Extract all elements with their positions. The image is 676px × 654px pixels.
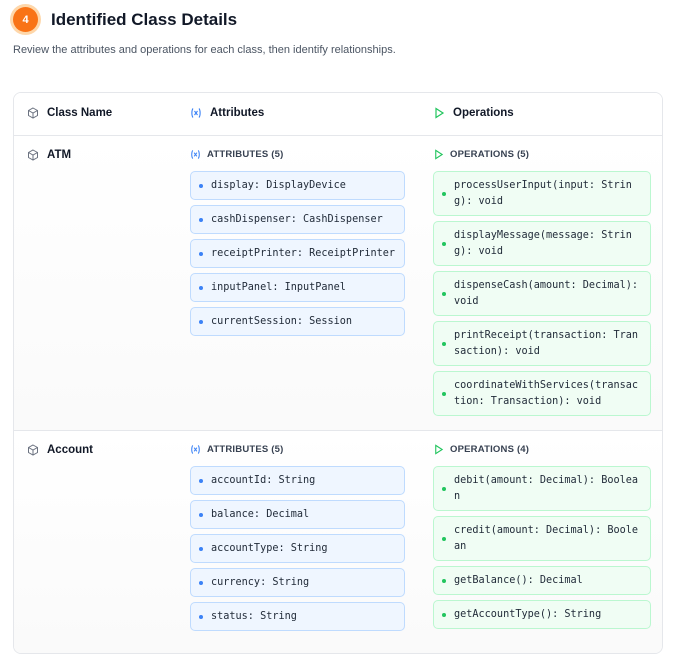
bullet-dot xyxy=(442,391,446,396)
attribute-item: cashDispenser: CashDispenser xyxy=(190,205,405,234)
class-name-cell: Account xyxy=(27,444,93,456)
attribute-item: receiptPrinter: ReceiptPrinter xyxy=(190,239,405,268)
operations-section-label: OPERATIONS (5) xyxy=(433,149,529,160)
cube-icon xyxy=(27,444,39,456)
operation-text: printReceipt(transaction: Transaction): … xyxy=(454,329,639,357)
attribute-item: inputPanel: InputPanel xyxy=(190,273,405,302)
attribute-item: currency: String xyxy=(190,568,405,597)
operation-item: debit(amount: Decimal): Boolean xyxy=(433,466,651,511)
attribute-list: accountId: String balance: Decimal accou… xyxy=(190,466,405,636)
section-subtitle: Review the attributes and operations for… xyxy=(13,44,396,56)
class-name: ATM xyxy=(47,149,72,161)
attribute-text: accountType: String xyxy=(211,543,328,554)
attribute-text: inputPanel: InputPanel xyxy=(211,282,346,293)
attribute-text: display: DisplayDevice xyxy=(211,180,346,191)
operation-item: credit(amount: Decimal): Boolean xyxy=(433,516,651,561)
operation-item: displayMessage(message: String): void xyxy=(433,221,651,266)
operations-section-label: OPERATIONS (4) xyxy=(433,444,529,455)
bullet-dot xyxy=(442,612,446,617)
class-row-account: Account ATTRIBUTES (5) accountId: String… xyxy=(14,431,662,653)
operation-item: dispenseCash(amount: Decimal): void xyxy=(433,271,651,316)
attribute-text: balance: Decimal xyxy=(211,509,310,520)
operations-count: OPERATIONS (5) xyxy=(450,149,530,160)
attributes-count: ATTRIBUTES (5) xyxy=(207,444,284,455)
bullet-dot xyxy=(442,241,446,246)
attribute-list: display: DisplayDevice cashDispenser: Ca… xyxy=(190,171,405,341)
operation-text: dispenseCash(amount: Decimal): void xyxy=(454,279,639,307)
attribute-item: accountId: String xyxy=(190,466,405,495)
class-name: Account xyxy=(47,444,93,456)
attribute-text: currency: String xyxy=(211,577,310,588)
attribute-text: accountId: String xyxy=(211,475,316,486)
bullet-dot xyxy=(199,546,203,551)
class-row-atm: ATM ATTRIBUTES (5) display: DisplayDevic… xyxy=(14,136,662,431)
operations-count: OPERATIONS (4) xyxy=(450,444,530,455)
attribute-item: accountType: String xyxy=(190,534,405,563)
operation-text: credit(amount: Decimal): Boolean xyxy=(454,524,639,552)
bullet-dot xyxy=(199,614,203,619)
table-header: Class Name Attributes Operations xyxy=(14,93,662,136)
attributes-section-label: ATTRIBUTES (5) xyxy=(190,444,284,455)
cube-icon xyxy=(27,107,39,119)
bullet-dot xyxy=(199,251,203,256)
attribute-item: balance: Decimal xyxy=(190,500,405,529)
operation-item: printReceipt(transaction: Transaction): … xyxy=(433,321,651,366)
header-attributes-label: Attributes xyxy=(210,107,265,119)
play-icon xyxy=(433,107,445,119)
cube-icon xyxy=(27,149,39,161)
attribute-text: status: String xyxy=(211,611,297,622)
bullet-dot xyxy=(442,578,446,583)
bullet-dot xyxy=(199,580,203,585)
bullet-dot xyxy=(199,478,203,483)
bullet-dot xyxy=(199,217,203,222)
operation-item: coordinateWithServices(transaction: Tran… xyxy=(433,371,651,416)
operation-list: processUserInput(input: String): void di… xyxy=(433,171,651,421)
operation-item: processUserInput(input: String): void xyxy=(433,171,651,216)
operation-text: debit(amount: Decimal): Boolean xyxy=(454,474,639,502)
operation-text: processUserInput(input: String): void xyxy=(454,179,632,207)
operation-item: getAccountType(): String xyxy=(433,600,651,629)
bullet-dot xyxy=(199,512,203,517)
header-class-name-label: Class Name xyxy=(47,107,113,119)
attribute-item: status: String xyxy=(190,602,405,631)
attribute-text: cashDispenser: CashDispenser xyxy=(211,214,383,225)
operation-list: debit(amount: Decimal): Boolean credit(a… xyxy=(433,466,651,634)
play-icon xyxy=(433,444,444,455)
bullet-dot xyxy=(442,486,446,491)
operation-text: getAccountType(): String xyxy=(454,608,602,620)
step-number-badge: 4 xyxy=(13,7,38,32)
bullet-dot xyxy=(442,291,446,296)
header-operations: Operations xyxy=(433,107,514,119)
class-name-cell: ATM xyxy=(27,149,71,161)
attribute-text: receiptPrinter: ReceiptPrinter xyxy=(211,248,396,259)
operation-item: getBalance(): Decimal xyxy=(433,566,651,595)
bullet-dot xyxy=(199,285,203,290)
play-icon xyxy=(433,149,444,160)
header-attributes: Attributes xyxy=(190,107,264,119)
bullet-dot xyxy=(442,341,446,346)
bullet-dot xyxy=(442,191,446,196)
attribute-item: currentSession: Session xyxy=(190,307,405,336)
step-header: 4 Identified Class Details xyxy=(13,7,237,32)
header-operations-label: Operations xyxy=(453,107,514,119)
section-title: Identified Class Details xyxy=(51,9,238,29)
bullet-dot xyxy=(199,319,203,324)
attributes-section-label: ATTRIBUTES (5) xyxy=(190,149,284,160)
operation-text: coordinateWithServices(transaction: Tran… xyxy=(454,379,639,407)
variable-icon xyxy=(190,444,201,455)
attribute-item: display: DisplayDevice xyxy=(190,171,405,200)
header-class-name: Class Name xyxy=(27,107,112,119)
variable-icon xyxy=(190,149,201,160)
attribute-text: currentSession: Session xyxy=(211,316,353,327)
operation-text: getBalance(): Decimal xyxy=(454,574,583,586)
operation-text: displayMessage(message: String): void xyxy=(454,229,632,257)
bullet-dot xyxy=(442,536,446,541)
variable-icon xyxy=(190,107,202,119)
attributes-count: ATTRIBUTES (5) xyxy=(207,149,284,160)
bullet-dot xyxy=(199,183,203,188)
class-details-table: Class Name Attributes Operations ATM xyxy=(13,92,663,654)
